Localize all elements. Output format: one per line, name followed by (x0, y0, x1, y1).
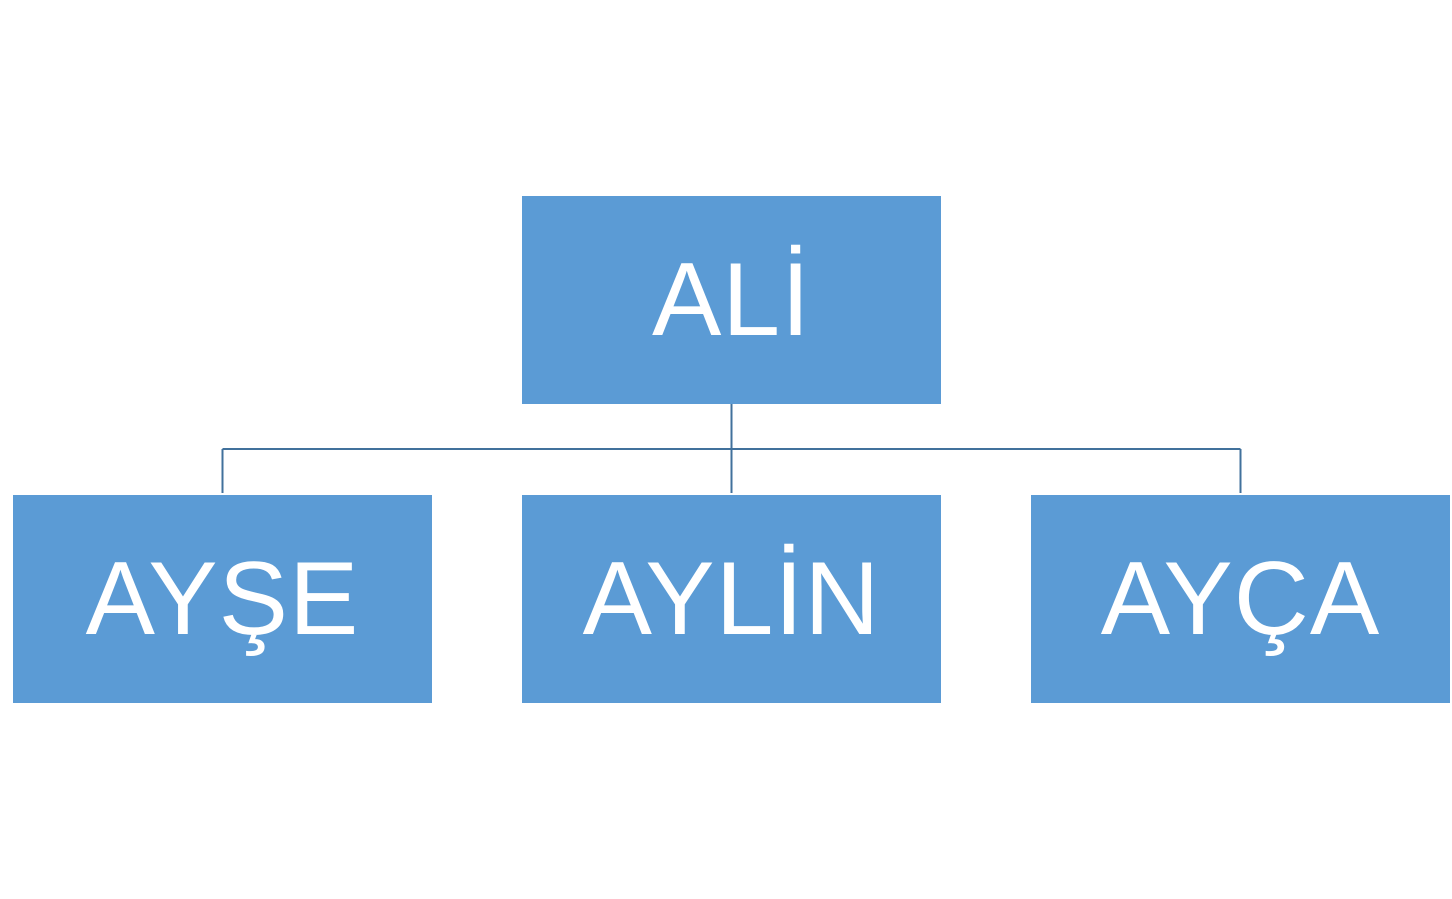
org-node-child-3-label: AYÇA (1100, 541, 1381, 657)
org-node-child-3: AYÇA (1031, 495, 1450, 703)
org-node-root-label: ALİ (651, 242, 812, 358)
org-node-child-2: AYLİN (522, 495, 941, 703)
org-node-child-1-label: AYŞE (85, 541, 360, 657)
org-node-child-2-label: AYLİN (582, 541, 881, 657)
org-node-root: ALİ (522, 196, 941, 404)
org-node-child-1: AYŞE (13, 495, 432, 703)
